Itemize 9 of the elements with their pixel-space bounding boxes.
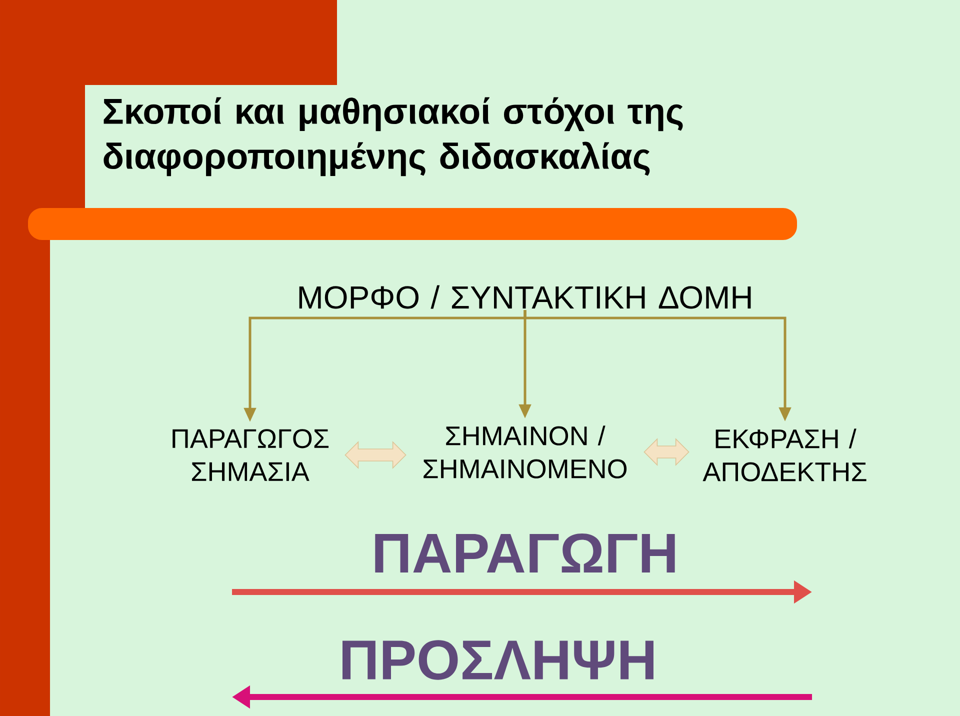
double-arrow	[344, 441, 406, 469]
label: ΠΡΟΣΛΗΨΗ	[342, 640, 654, 680]
title: Σκοποί και μαθησιακοί στόχοι της διαφοροποιημένης διδασκαλίας	[104, 97, 683, 176]
label: ΠΑΡΑΓΩΓΗ	[375, 533, 675, 573]
node-text: ΠΑΡΑΓΩΓΟΣ ΣΗΜΑΣΙΑ	[172, 429, 329, 481]
node-text: ΜΟΡΦΟ / ΣΥΝΤΑΚΤΙΚΗ ΔΟΜΗ	[299, 285, 751, 309]
double-arrow	[644, 438, 690, 466]
node-text: ΣΗΜΑΙΝΟΝ / ΣΗΜΑΙΝΟΜΕΝΟ	[424, 426, 627, 478]
node-text: ΕΚΦΡΑΣΗ / ΑΠΟΔΕΚΤΗΣ	[702, 428, 866, 482]
